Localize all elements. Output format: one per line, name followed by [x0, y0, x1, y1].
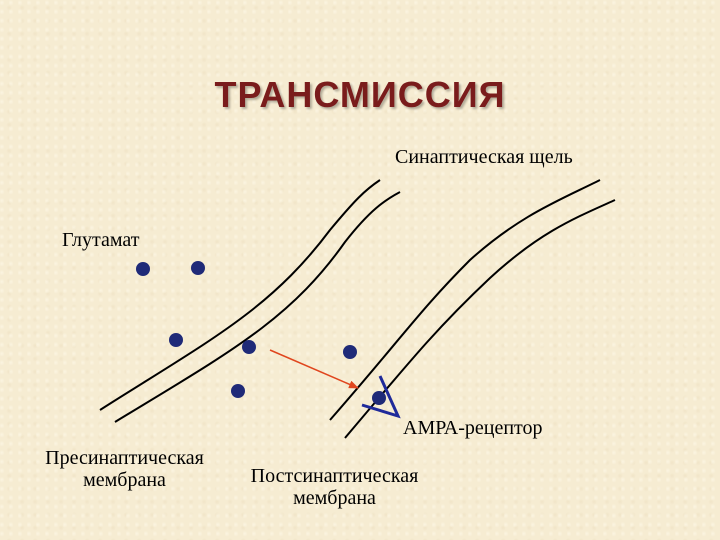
postsynaptic-membrane-outer [329, 179, 601, 421]
glutamate-molecule [136, 262, 150, 276]
glutamate-molecule [191, 261, 205, 275]
synaptic-cleft-label: Синаптическая щель [395, 146, 573, 168]
presynaptic-membrane-inner [114, 191, 401, 423]
diffusion-arrow [269, 349, 359, 389]
ampa-receptor [361, 375, 401, 419]
presynaptic-membrane-label: Пресинаптическая мембрана [22, 447, 227, 491]
postsynaptic-label-line1: Постсинаптическая [250, 465, 419, 487]
glutamate-label: Глутамат [62, 229, 140, 251]
slide-title: ТРАНСМИССИЯ [214, 74, 506, 115]
postsynaptic-label-line2: мембрана [293, 487, 376, 509]
glutamate-molecule [169, 333, 183, 347]
glutamate-molecule [343, 345, 357, 359]
presynaptic-label-line1: Пресинаптическая [45, 447, 204, 469]
glutamate-molecule [242, 340, 256, 354]
presynaptic-membrane-outer [99, 179, 381, 411]
postsynaptic-membrane-inner [344, 199, 616, 439]
glutamate-molecule [231, 384, 245, 398]
postsynaptic-membrane-label: Постсинаптическая мембрана [232, 465, 437, 509]
presynaptic-label-line2: мембрана [83, 469, 166, 491]
ampa-receptor-label: АМРА-рецептор [403, 417, 543, 439]
glutamate-molecule-bound [372, 391, 386, 405]
